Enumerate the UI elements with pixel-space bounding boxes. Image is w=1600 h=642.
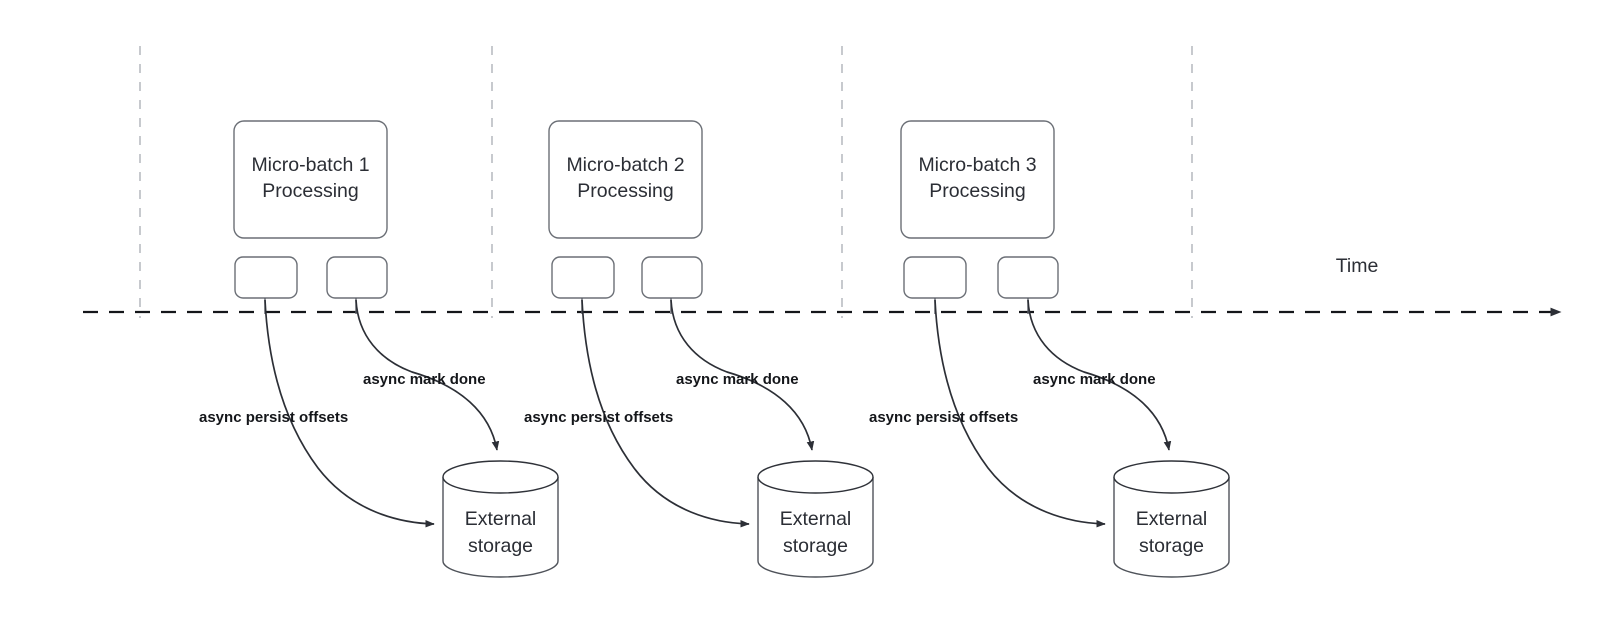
time-axis-label: Time <box>1336 255 1379 277</box>
external-storage-3-body <box>1113 477 1230 578</box>
micro-batch-3-box[interactable] <box>900 120 1055 239</box>
task-box-markdone-2[interactable] <box>641 256 703 299</box>
async-persist-offsets-arrow-2 <box>581 299 750 528</box>
task-box-persist-1[interactable] <box>234 256 298 299</box>
external-storage-cylinder-2[interactable]: External storage <box>757 460 874 578</box>
micro-batch-2-box[interactable] <box>548 120 703 239</box>
external-storage-cylinder-3[interactable]: External storage <box>1113 460 1230 578</box>
task-box-markdone-3[interactable] <box>997 256 1059 299</box>
async-mark-done-label-2: async mark done <box>676 371 799 388</box>
async-persist-offsets-arrow-3 <box>934 299 1106 528</box>
external-storage-1-body <box>442 477 559 578</box>
external-storage-1-top <box>442 460 559 494</box>
external-storage-3-top <box>1113 460 1230 494</box>
external-storage-2-body <box>757 477 874 578</box>
async-persist-offsets-arrow-1 <box>264 299 435 528</box>
task-box-markdone-1[interactable] <box>326 256 388 299</box>
micro-batch-3-label-line2: Processing <box>929 180 1025 202</box>
external-storage-1-label-line2: storage <box>468 535 533 557</box>
async-mark-done-arrow-1 <box>355 299 500 451</box>
async-mark-done-arrow-2 <box>670 299 815 451</box>
external-storage-3-label-line2: storage <box>1139 535 1204 557</box>
micro-batch-1-label-line1: Micro-batch 1 <box>251 154 369 176</box>
task-box-persist-2[interactable] <box>551 256 615 299</box>
micro-batch-group-1: Micro-batch 1 Processing async persist o… <box>199 120 559 578</box>
micro-batch-group-3: Micro-batch 3 Processing async persist o… <box>869 120 1230 578</box>
micro-batch-group-2: Micro-batch 2 Processing async persist o… <box>524 120 874 578</box>
task-box-persist-3[interactable] <box>903 256 967 299</box>
time-axis: Time <box>83 255 1562 317</box>
external-storage-3-label-line1: External <box>1136 508 1208 530</box>
external-storage-cylinder-1[interactable]: External storage <box>442 460 559 578</box>
async-mark-done-arrow-3 <box>1027 299 1172 451</box>
async-persist-offsets-label-2: async persist offsets <box>524 409 673 426</box>
micro-batch-1-box[interactable] <box>233 120 388 239</box>
external-storage-1-label-line1: External <box>465 508 537 530</box>
external-storage-2-label-line1: External <box>780 508 852 530</box>
async-persist-offsets-label-1: async persist offsets <box>199 409 348 426</box>
external-storage-2-label-line2: storage <box>783 535 848 557</box>
micro-batch-2-label-line2: Processing <box>577 180 673 202</box>
micro-batch-3-label-line1: Micro-batch 3 <box>918 154 1036 176</box>
micro-batch-2-label-line1: Micro-batch 2 <box>566 154 684 176</box>
async-persist-offsets-label-3: async persist offsets <box>869 409 1018 426</box>
micro-batch-1-label-line2: Processing <box>262 180 358 202</box>
async-mark-done-label-1: async mark done <box>363 371 486 388</box>
external-storage-2-top <box>757 460 874 494</box>
async-mark-done-label-3: async mark done <box>1033 371 1156 388</box>
